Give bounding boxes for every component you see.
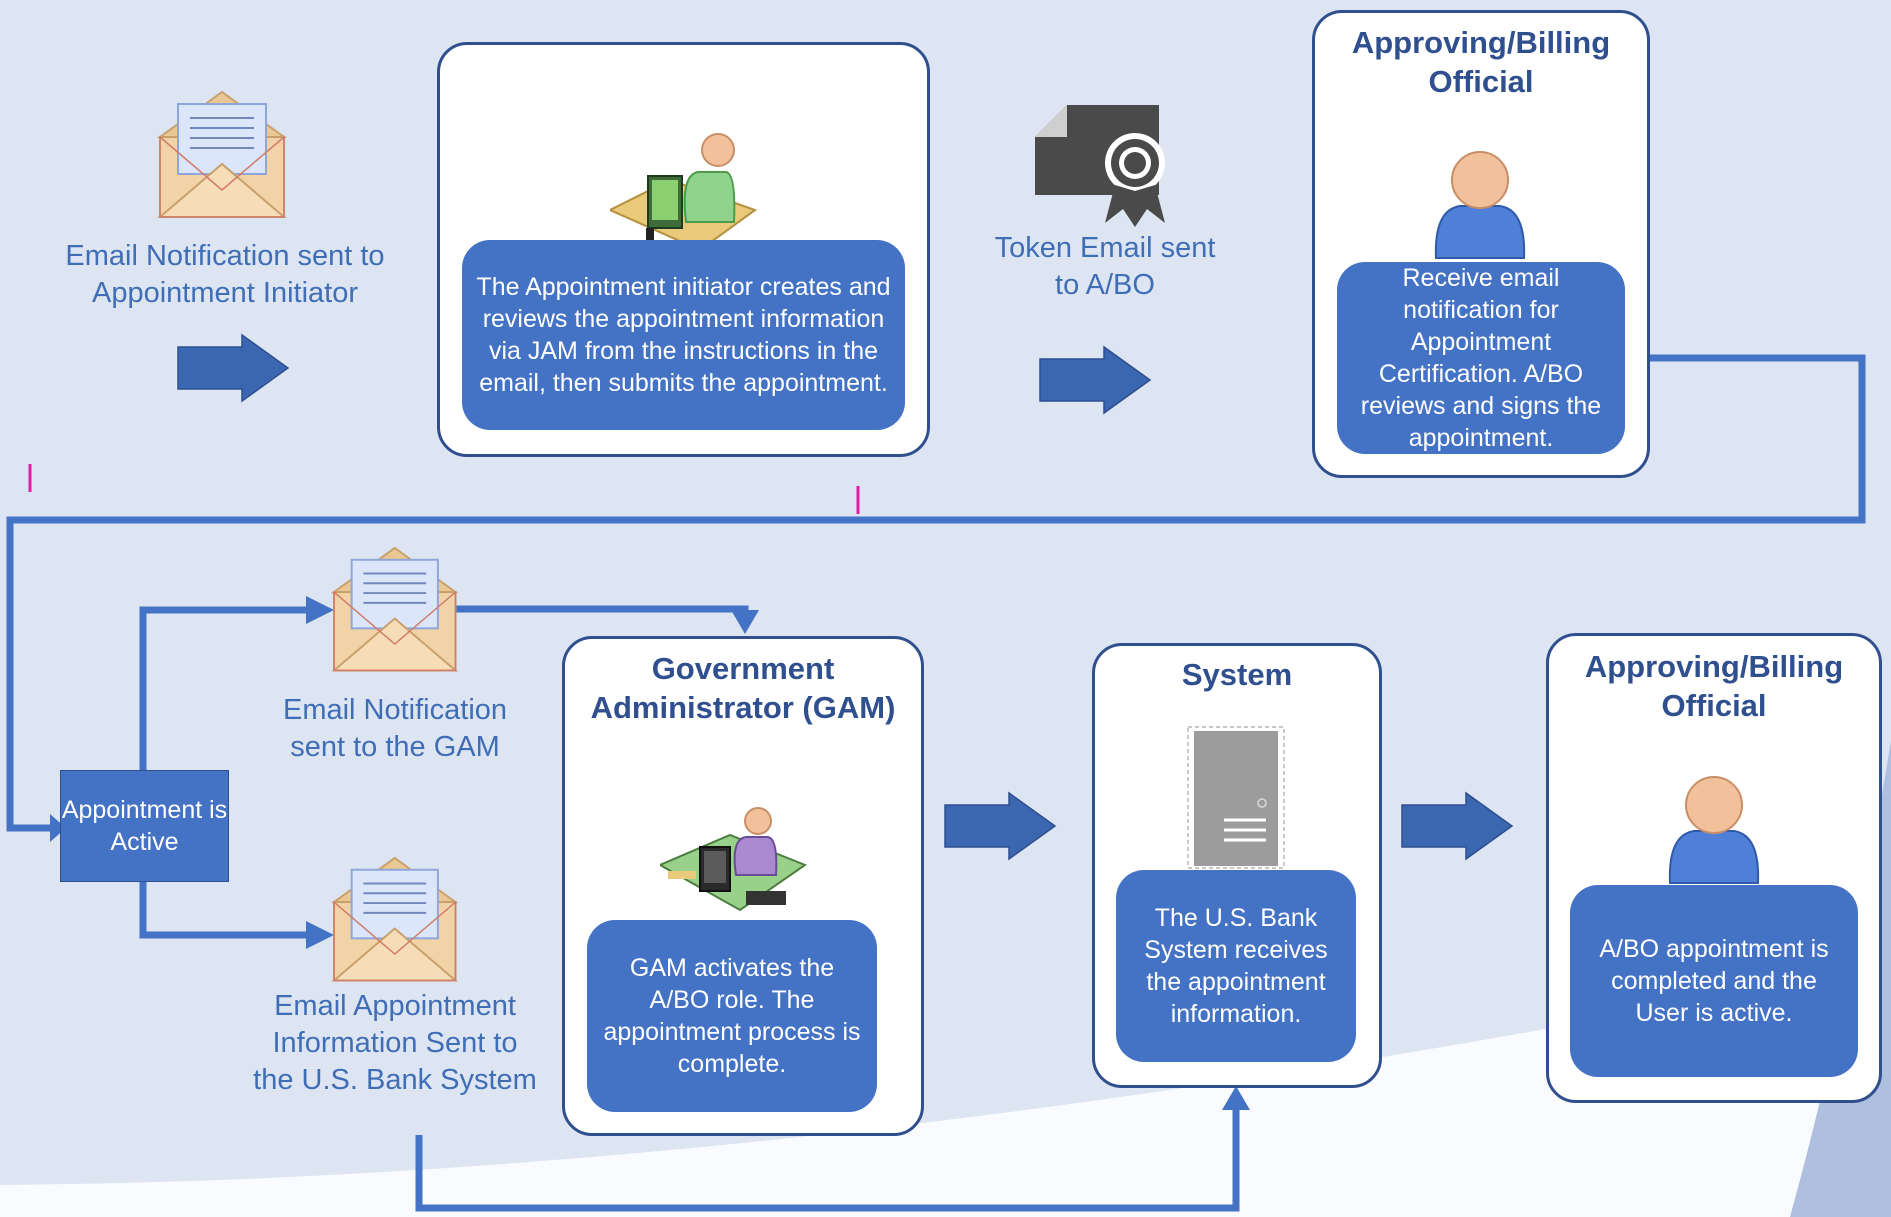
appointment-active-box: Appointment is Active (60, 770, 229, 882)
email-gam-label: Email Notification sent to the GAM (282, 694, 508, 764)
arrow-right-icon (177, 334, 289, 402)
envelope-icon (159, 91, 285, 218)
envelope-icon (333, 857, 457, 982)
token-email-label: Token Email sent to A/BO (994, 232, 1216, 302)
arrow-right-icon (1039, 346, 1151, 414)
server-icon (1187, 726, 1285, 869)
system-description: The U.S. Bank System receives the appoin… (1116, 870, 1356, 1062)
person-icon (1668, 776, 1760, 884)
gam-description: GAM activates the A/BO role. The appoint… (587, 920, 877, 1112)
computer-user-icon (610, 133, 758, 252)
abo-description-2: A/BO appointment is completed and the Us… (1570, 885, 1858, 1077)
person-icon (1434, 151, 1526, 259)
certificate-icon (1035, 105, 1165, 227)
email-bank-label: Email Appointment Information Sent to th… (253, 990, 537, 1097)
abo-description-1: Receive email notification for Appointme… (1337, 262, 1625, 454)
computer-user-icon (660, 807, 808, 912)
envelope-icon (333, 547, 457, 672)
abo-title-1: Approving/Billing Official (1351, 25, 1611, 99)
email-initiator-label: Email Notification sent to Appointment I… (65, 240, 385, 310)
system-title: System (1181, 657, 1293, 692)
arrow-right-icon (944, 792, 1056, 860)
gam-title: Government Administrator (GAM) (590, 651, 896, 725)
initiator-description: The Appointment initiator creates and re… (462, 240, 905, 430)
arrow-right-icon (1401, 792, 1513, 860)
abo-title-2: Approving/Billing Official (1584, 649, 1844, 723)
